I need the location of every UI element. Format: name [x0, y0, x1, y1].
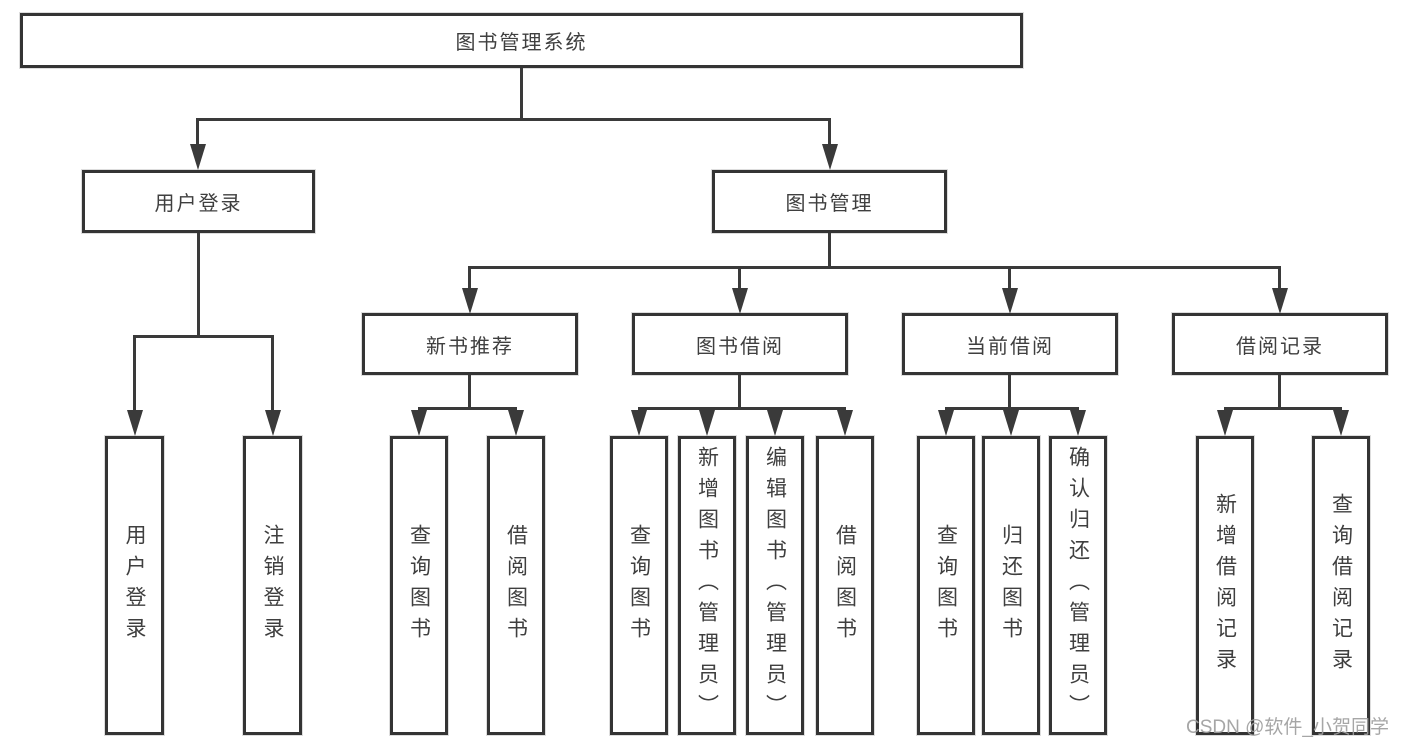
arrow-down-icon	[1003, 410, 1019, 436]
leaf-query-borrow-record: 查询借阅记录	[1312, 436, 1370, 735]
node-label: 借阅图书	[504, 523, 528, 648]
leaf-user-login: 用户登录	[105, 436, 164, 735]
node-label: 查询图书	[627, 523, 651, 648]
connector-book-borrowing-bar	[638, 407, 846, 410]
arrow-down-icon	[1272, 288, 1288, 314]
node-label: 图书管理	[785, 193, 874, 215]
leaf-borrow-books-recommend: 借阅图书	[487, 436, 545, 735]
connector-drop-current-borrowing	[1008, 266, 1011, 290]
arrow-down-icon	[938, 410, 954, 436]
connector-drop-book-borrowing	[738, 266, 741, 290]
connector-root-stem	[520, 68, 523, 121]
node-label: 编辑图书（管理员）	[763, 446, 787, 725]
node-label: 图书管理系统	[455, 32, 588, 54]
arrow-down-icon	[508, 410, 524, 436]
connector-drop-user-login	[196, 118, 199, 146]
leaf-query-books-borrowing: 查询图书	[610, 436, 668, 735]
arrow-down-icon	[1217, 410, 1233, 436]
node-label: 当前借阅	[966, 335, 1054, 358]
arrow-down-icon	[190, 144, 206, 170]
connector-new-book-stem	[468, 375, 471, 410]
arrow-down-icon	[837, 410, 853, 436]
arrow-down-icon	[1002, 288, 1018, 314]
connector-book-borrowing-stem	[738, 375, 741, 410]
node-label: 归还图书	[999, 523, 1023, 648]
connector-user-login-stem	[197, 233, 200, 338]
node-label: 查询借阅记录	[1329, 492, 1353, 679]
connector-current-borrowing-bar	[945, 407, 1079, 410]
node-label: 查询图书	[407, 523, 431, 648]
arrow-down-icon	[822, 144, 838, 170]
watermark: CSDN @软件_小贺同学	[1186, 717, 1389, 738]
node-borrowing-records: 借阅记录	[1172, 313, 1388, 375]
node-label: 借阅记录	[1236, 335, 1324, 358]
leaf-logout-login: 注销登录	[243, 436, 302, 735]
connector-drop-new-book	[468, 266, 471, 290]
node-library-system: 图书管理系统	[20, 13, 1023, 68]
node-label: 新增图书（管理员）	[695, 446, 719, 725]
connector-user-login-bar	[133, 335, 274, 338]
node-label: 图书借阅	[696, 335, 784, 358]
leaf-borrow-books-borrowing: 借阅图书	[816, 436, 874, 735]
leaf-add-borrow-record: 新增借阅记录	[1196, 436, 1254, 735]
connector-drop-leaf-logout	[271, 335, 274, 412]
node-label: 借阅图书	[833, 523, 857, 648]
node-label: 确认归还（管理员）	[1066, 446, 1090, 725]
node-label: 新书推荐	[426, 335, 514, 358]
node-label: 查询图书	[934, 523, 958, 648]
leaf-edit-books-admin: 编辑图书（管理员）	[746, 436, 804, 735]
node-book-management: 图书管理	[712, 170, 947, 233]
arrow-down-icon	[411, 410, 427, 436]
connector-drop-borrow-records	[1278, 266, 1281, 290]
arrow-down-icon	[1333, 410, 1349, 436]
arrow-down-icon	[699, 410, 715, 436]
connector-borrow-records-stem	[1278, 375, 1281, 410]
node-label: 用户登录	[123, 523, 146, 648]
arrow-down-icon	[265, 410, 281, 436]
node-new-book-recommend: 新书推荐	[362, 313, 578, 375]
connector-borrow-records-bar	[1224, 407, 1342, 410]
connector-drop-leaf-login	[133, 335, 136, 412]
arrow-down-icon	[1070, 410, 1086, 436]
node-label: 用户登录	[154, 193, 243, 215]
node-label: 注销登录	[261, 523, 284, 648]
node-book-borrowing: 图书借阅	[632, 313, 848, 375]
node-current-borrowing: 当前借阅	[902, 313, 1118, 375]
leaf-confirm-return-admin: 确认归还（管理员）	[1049, 436, 1107, 735]
connector-level2-bar	[196, 118, 830, 121]
leaf-return-books: 归还图书	[982, 436, 1040, 735]
arrow-down-icon	[631, 410, 647, 436]
arrow-down-icon	[767, 410, 783, 436]
connector-book-management-stem	[828, 233, 831, 269]
arrow-down-icon	[462, 288, 478, 314]
connector-level3-bar	[468, 266, 1281, 269]
leaf-query-books-current: 查询图书	[917, 436, 975, 735]
leaf-query-books-recommend: 查询图书	[390, 436, 448, 735]
node-label: 新增借阅记录	[1213, 492, 1237, 679]
node-user-login: 用户登录	[82, 170, 315, 233]
leaf-add-books-admin: 新增图书（管理员）	[678, 436, 736, 735]
arrow-down-icon	[732, 288, 748, 314]
connector-new-book-bar	[418, 407, 517, 410]
arrow-down-icon	[127, 410, 143, 436]
connector-current-borrowing-stem	[1008, 375, 1011, 410]
connector-drop-book-management	[828, 118, 831, 146]
